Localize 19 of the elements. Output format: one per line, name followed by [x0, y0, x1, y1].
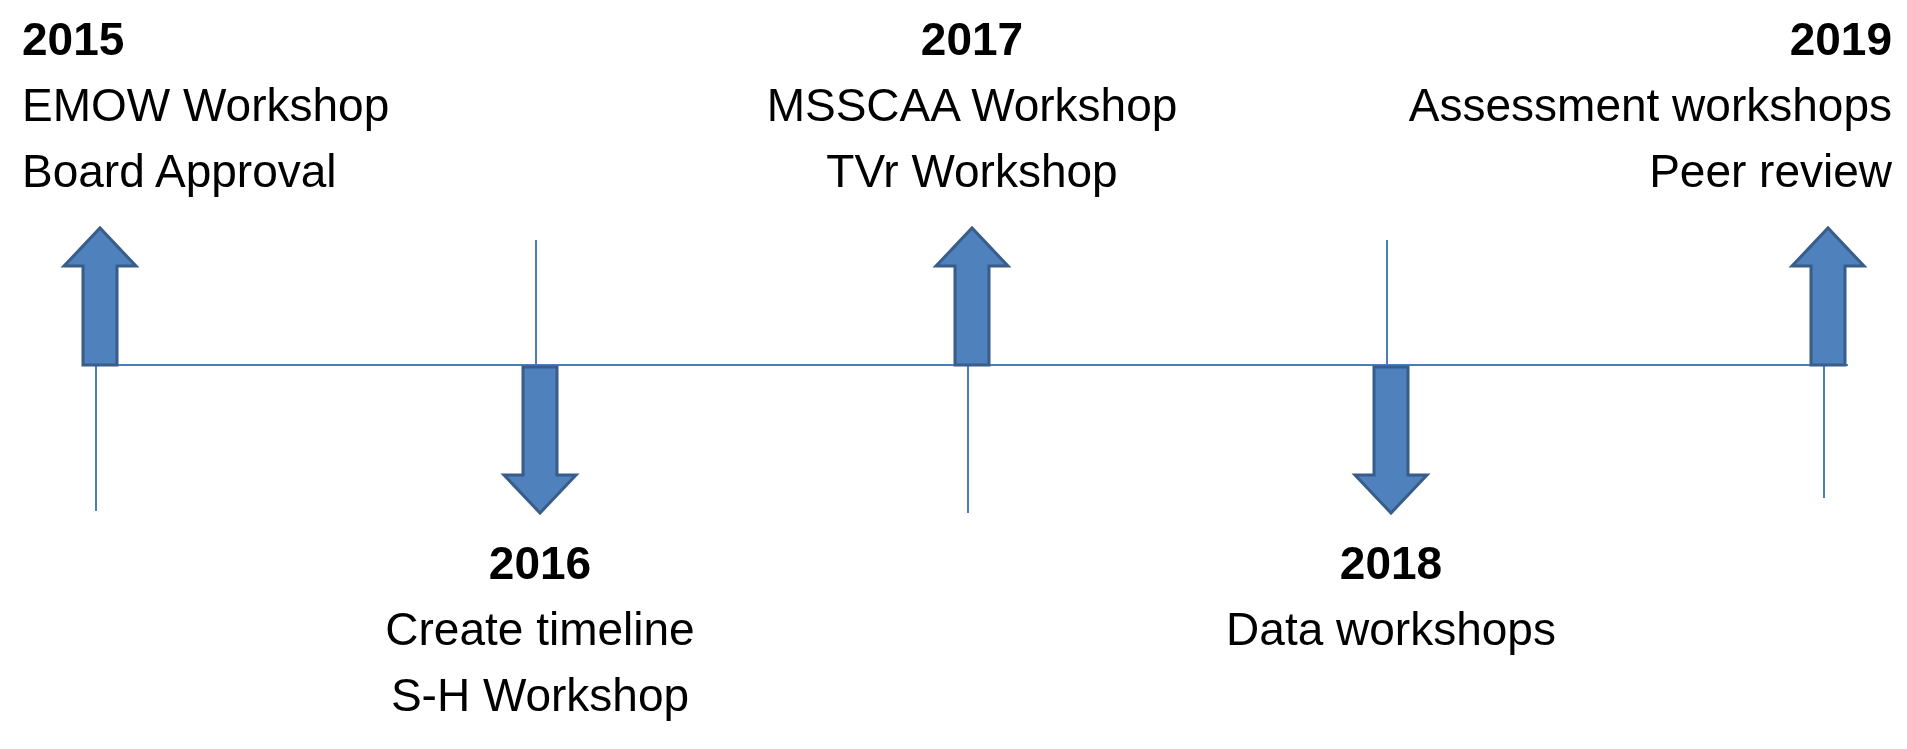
year-label: 2015: [22, 12, 125, 67]
year-label: 2019: [1789, 12, 1892, 67]
event-label: Data workshops: [1226, 602, 1556, 657]
event-label: EMOW Workshop: [22, 78, 390, 133]
event-label: TVr Workshop: [826, 144, 1118, 199]
block-arrow: [500, 365, 580, 516]
event-label: MSSCAA Workshop: [766, 78, 1178, 133]
event-label: Assessment workshops: [1408, 78, 1892, 133]
block-arrow: [1788, 225, 1868, 367]
year-label: 2017: [920, 12, 1024, 67]
event-label: Peer review: [1649, 144, 1892, 199]
event-label: S-H Workshop: [390, 668, 690, 723]
event-label: Board Approval: [22, 144, 337, 199]
event-label: Create timeline: [385, 602, 695, 657]
year-label: 2018: [1339, 536, 1443, 591]
block-arrow: [1351, 365, 1431, 516]
year-label: 2016: [488, 536, 592, 591]
block-arrow: [932, 225, 1012, 367]
block-arrow: [60, 225, 140, 367]
